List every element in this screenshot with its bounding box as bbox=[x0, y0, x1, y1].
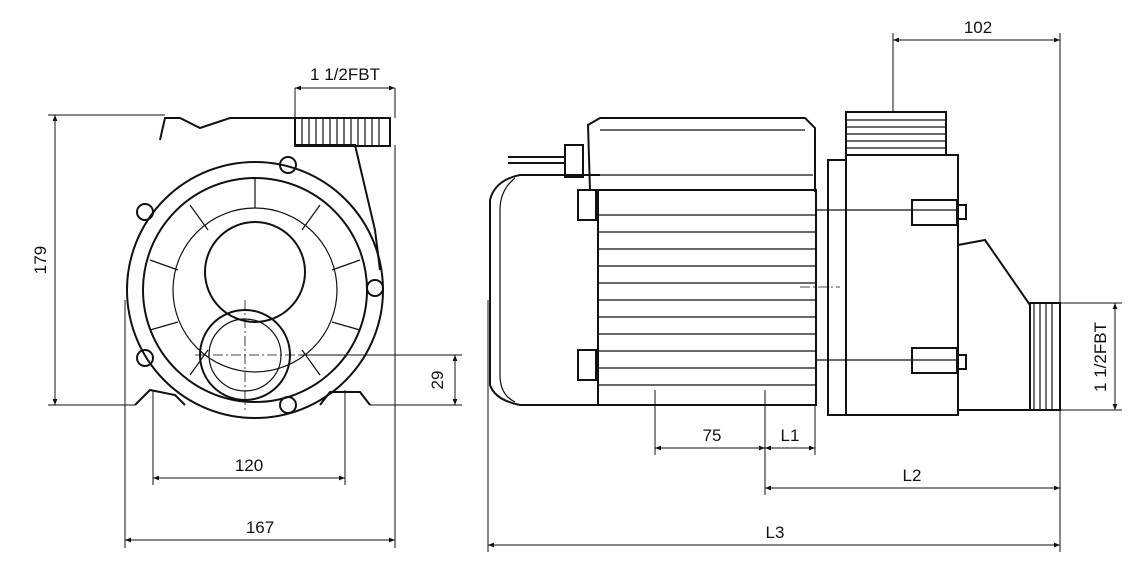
cooling-fins bbox=[598, 214, 816, 386]
motor-end-cap bbox=[489, 174, 600, 406]
inlet-thread-label: 1 1/2FBT bbox=[1091, 322, 1110, 392]
outlet-thread-label: 1 1/2FBT bbox=[310, 65, 380, 84]
motor-body bbox=[597, 189, 817, 406]
inlet-height-label: 29 bbox=[428, 371, 447, 390]
inlet-body bbox=[957, 238, 1031, 411]
strainer-ribs bbox=[149, 178, 361, 376]
outlet-offset-label: 102 bbox=[964, 18, 992, 37]
pump-housing-side bbox=[845, 154, 959, 416]
dim-l3: L3 bbox=[487, 300, 1060, 552]
outlet-thread-lines bbox=[301, 118, 380, 146]
impeller-eye bbox=[204, 221, 306, 323]
dim-inlet-height: 29 bbox=[300, 354, 462, 406]
side-view: 102 1 1/2FBT 75 L1 L2 L3 bbox=[487, 18, 1122, 552]
foot-spacing-label: 120 bbox=[235, 456, 263, 475]
cable-gland bbox=[564, 144, 584, 178]
l3-label: L3 bbox=[766, 523, 785, 542]
l2-label: L2 bbox=[903, 466, 922, 485]
outlet-thread bbox=[294, 117, 391, 147]
strainer-ring bbox=[142, 177, 368, 403]
dim-height: 179 bbox=[31, 114, 165, 406]
inlet-thread bbox=[1029, 302, 1061, 411]
width-label: 167 bbox=[246, 518, 274, 537]
dim-width: 167 bbox=[124, 145, 396, 548]
dim-l2: L2 bbox=[765, 410, 1061, 552]
housing-bolts bbox=[136, 156, 384, 414]
dim-outlet-offset: 102 bbox=[892, 18, 1061, 303]
pump-flange bbox=[827, 159, 847, 416]
tie-rods bbox=[816, 209, 956, 361]
dim-foot-spacing: 120 bbox=[152, 390, 346, 485]
foot-dim-label: 75 bbox=[703, 426, 722, 445]
power-cable bbox=[508, 156, 565, 164]
terminal-box bbox=[586, 117, 816, 192]
volute-top-outline bbox=[159, 117, 381, 271]
dim-inlet-thread: 1 1/2FBT bbox=[1060, 302, 1122, 411]
front-view: 1 1/2FBT 179 29 120 167 bbox=[31, 65, 462, 548]
dim-foot: 75 L1 bbox=[654, 390, 816, 495]
dim-outlet-thread: 1 1/2FBT bbox=[294, 65, 396, 118]
l1-label: L1 bbox=[781, 426, 800, 445]
height-label: 179 bbox=[31, 246, 50, 274]
